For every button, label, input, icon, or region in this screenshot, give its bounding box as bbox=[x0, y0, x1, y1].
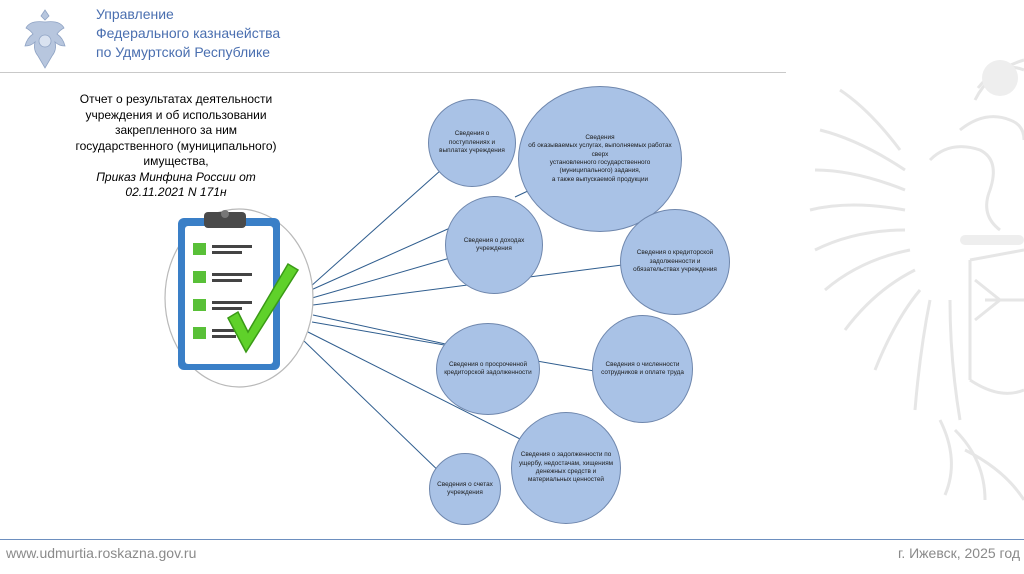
node-accounts: Сведения о счетах учреждения bbox=[429, 453, 501, 525]
node-payables-obligations: Сведения о кредиторской задолженности и … bbox=[620, 209, 730, 315]
node-label: Сведения о доходах учреждения bbox=[463, 236, 525, 252]
node-label: Сведения о поступлениях и выплатах учреж… bbox=[439, 130, 505, 155]
footer-place-year: г. Ижевск, 2025 год bbox=[897, 545, 1020, 561]
order-reference: 02.11.2021 N 171н bbox=[125, 185, 227, 199]
header-divider bbox=[0, 72, 786, 73]
report-title-line: имущества, bbox=[143, 154, 209, 168]
org-name: Управление Федерального казначейства по … bbox=[96, 5, 280, 62]
node-label-line: Сведения bbox=[585, 133, 615, 141]
node-label-line: а также выпускаемой продукции bbox=[551, 175, 649, 183]
node-label: Сведения об оказываемых услугах, выполня… bbox=[519, 134, 681, 184]
node-label-line: об оказываемых услугах, выполняемых рабо… bbox=[528, 142, 672, 158]
connector-line bbox=[310, 227, 451, 291]
org-name-line: Управление bbox=[96, 6, 174, 22]
report-title-line: закрепленного за ним bbox=[114, 123, 238, 137]
node-label: Сведения о просроченной кредиторской зад… bbox=[444, 360, 532, 376]
node-staff-payroll: Сведения о численности сотрудников и опл… bbox=[592, 315, 693, 423]
footer-website: www.udmurtia.roskazna.gov.ru bbox=[6, 545, 197, 561]
node-label: Сведения о кредиторской задолженности и … bbox=[633, 249, 717, 274]
connector-line bbox=[312, 314, 451, 346]
connector-line bbox=[307, 331, 523, 441]
node-overdue-payables: Сведения о просроченной кредиторской зад… bbox=[436, 323, 540, 415]
node-label-line: установленного государственного (муницип… bbox=[549, 159, 651, 175]
connector-line bbox=[309, 161, 451, 288]
footer-divider bbox=[0, 539, 1024, 540]
node-receipts-payments: Сведения о поступлениях и выплатах учреж… bbox=[428, 99, 516, 187]
report-title-line: государственного (муниципального) bbox=[75, 138, 277, 153]
report-title: Отчет о результатах деятельности учрежде… bbox=[60, 92, 292, 201]
org-name-line: Федерального казначейства bbox=[96, 25, 281, 41]
connector-line bbox=[311, 257, 451, 299]
node-services-works: Сведения об оказываемых услугах, выполня… bbox=[518, 86, 682, 232]
node-label: Сведения о численности сотрудников и опл… bbox=[601, 360, 684, 376]
connector-line bbox=[302, 339, 447, 479]
node-label: Сведения о счетах учреждения bbox=[437, 480, 493, 496]
order-reference: Приказ Минфина России от bbox=[96, 169, 256, 184]
report-title-line: учреждения и об использовании bbox=[85, 107, 267, 122]
node-label: Сведения о задолженности по ущербу, недо… bbox=[518, 451, 614, 484]
node-damage-debt: Сведения о задолженности по ущербу, недо… bbox=[511, 412, 621, 524]
org-name-line: по Удмуртской Республике bbox=[96, 44, 271, 60]
report-title-line: Отчет о результатах деятельности bbox=[79, 92, 273, 106]
node-income: Сведения о доходах учреждения bbox=[445, 196, 543, 294]
